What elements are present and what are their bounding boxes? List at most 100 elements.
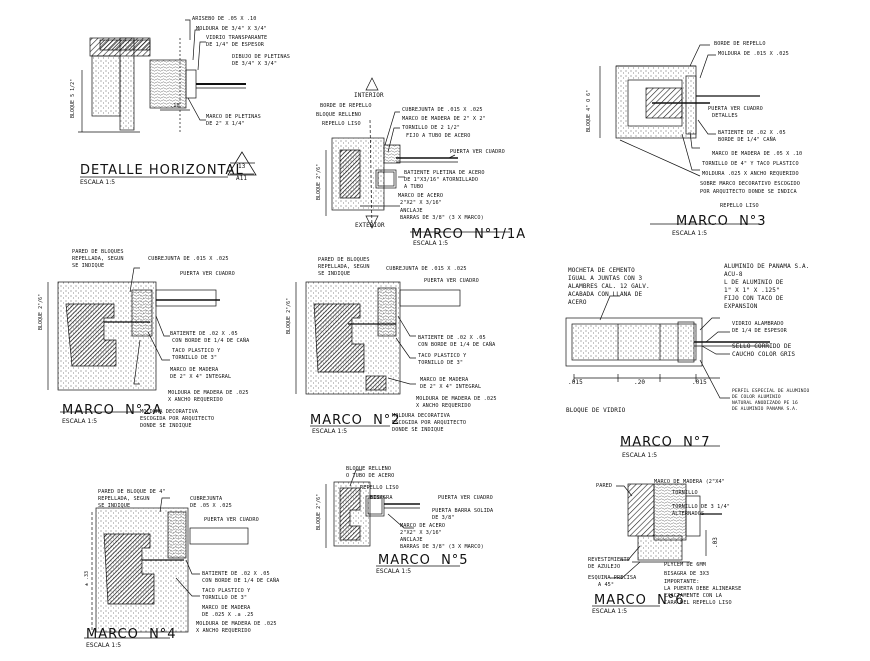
detail-title: MARCO N°4 (86, 627, 177, 642)
marco1-drawing (325, 77, 510, 233)
marco3-drawing (599, 44, 760, 225)
note: SOBRE MARCO DECORATIVO ESCOGIDO (700, 181, 800, 187)
note: MARCO DE MADERA DE .05 X .10 (712, 151, 803, 157)
note: FIJO CON TACO DE (724, 295, 784, 302)
note: REPELLO LISO (360, 485, 399, 491)
note: REPELLO LISO (322, 121, 361, 127)
note: CAUCHO COLOR GRIS (732, 351, 796, 358)
note: BORDE DE REPELLO (320, 103, 372, 109)
note: TORNILLO DE 3 1/4" (672, 504, 731, 510)
note: 2"X2" X 3/16" (400, 200, 442, 206)
note: DE AZULEJO (588, 564, 621, 570)
note: REPELLADA, SEGUN (98, 496, 150, 502)
note: CUBREJUNTA (190, 496, 223, 502)
note: PARED DE BLOQUE DE 4" (98, 489, 166, 495)
detail-scale: ESCALA 1:5 (80, 179, 116, 186)
note: EXPANSION (724, 303, 758, 310)
note: ACU-8 (724, 271, 743, 278)
note: PERFIL ESPECIAL DE ALUMINIO (732, 389, 810, 394)
note: TORNILLO (672, 490, 698, 496)
block-label: BLOQUE DE VIDRIO (566, 407, 626, 414)
detail-title: MARCO N°2A (62, 403, 163, 418)
note: L DE ALUMINIO DE (724, 279, 784, 286)
note: PUERTA VER CUADRO (708, 106, 763, 112)
note: 1" X 1" X .125" (724, 287, 780, 294)
note: MARCO DE MADERA (170, 367, 219, 373)
note: MARCO DE MADERA DE 2" X 2" (402, 116, 486, 122)
detail-scale: ESCALA 1:5 (312, 428, 348, 435)
note: VIDRIO TRANSPARANTE (206, 35, 268, 41)
detail-scale: ESCALA 1:5 (672, 230, 708, 237)
note: PUERTA VER CUADRO (424, 278, 479, 284)
callout-sheet: A11 (236, 175, 248, 182)
marco2-drawing (295, 281, 461, 427)
note: POR ARQUITECTO DONDE SE INDICA (700, 189, 797, 195)
note: BORDE DE 1/4" CAÑA (718, 137, 777, 143)
detail-scale: ESCALA 1:5 (62, 418, 98, 425)
vertical-label: BLOQUE 2"/6" (316, 493, 322, 530)
note: ANCLAJE (400, 208, 423, 214)
note: MARCO DE MADERA (420, 377, 469, 383)
note: BORDE DE REPELLO (714, 41, 766, 47)
note: CARA DEL REPELLO LISO (664, 600, 732, 606)
note: PUERTA VER CUADRO (450, 149, 505, 155)
note: BATIENTE DE .02 X .05 (202, 571, 270, 577)
note: PLYCEM DE 6MM (664, 562, 706, 568)
note: DONDE SE INDIQUE (392, 427, 444, 433)
note: PARED DE BLOQUES (318, 257, 370, 263)
note: MARCO DE MADERA (202, 605, 251, 611)
note: CUBREJUNTA DE .015 X .025 (148, 256, 229, 262)
detail-scale: ESCALA 1:5 (376, 568, 412, 575)
note: BLOQUE RELLENO (346, 466, 392, 472)
note: CUBREJUNTA DE .015 X .025 (402, 107, 483, 113)
note: REPELLADA, SEGUN (72, 256, 124, 262)
note: TACO PLASTICO Y (418, 353, 467, 359)
note: DE .05 X .025 (190, 503, 232, 509)
note: BISAGRA DE 3X3 (664, 571, 710, 577)
note: SELLO CORRIDO DE (732, 343, 792, 350)
note: MOCHETA DE CEMENTO (568, 267, 635, 274)
note: MOLDURA DE MADERA DE .025 (168, 390, 249, 396)
detail-title: DETALLE HORIZONTAL (80, 163, 244, 178)
note: CON BORDE DE 1/4 DE CAÑA (418, 342, 496, 348)
note: X ANCHO REQUERIDO (416, 403, 471, 409)
note: REPELLADA, SEGUN (318, 264, 370, 270)
note: A TUBO (404, 184, 424, 190)
detail-title: MARCO N°2 (310, 413, 401, 428)
note: DE 3/4" X 3/4" (232, 61, 278, 67)
note: TORNILLO DE 3" (172, 355, 218, 361)
note: ALTERNADOS (672, 511, 705, 517)
note: DE 2" X 4" INTEGRAL (170, 374, 232, 380)
detail-title: MARCO N°1/1A (411, 227, 527, 242)
note: DE 1"X3/16" ATORNILLADO (404, 177, 479, 183)
note: BATIENTE PLETINA DE ACERO (404, 170, 485, 176)
note: TORNILLO DE 2 1/2" (402, 125, 461, 131)
note: ACABADA CON LLANA DE (568, 291, 643, 298)
note: 2"X2" X 3/16" (400, 530, 442, 536)
note: A 45° (598, 582, 615, 588)
detail-scale: ESCALA 1:5 (622, 452, 658, 459)
note: MOLDURA DECORATIVA (392, 413, 451, 419)
note: MARCO DE ACERO (398, 193, 444, 199)
note: ALAMBRES CAL. 12 GALV. (568, 283, 650, 290)
note: ALUMINIO DE PANAMA S.A. (724, 263, 810, 270)
note: FIJO A TUBO DE ACERO (406, 133, 471, 139)
horizontal-callout (80, 151, 257, 178)
note: TORNILLO DE 4" Y TACO PLASTICO (702, 161, 799, 167)
note: SE INDIQUE (72, 263, 105, 269)
note: PUERTA VER CUADRO (438, 495, 493, 501)
exterior-label: EXTERIOR (355, 222, 385, 229)
note: MOLDURA DE MADERA DE .025 (416, 396, 497, 402)
vertical-label: BLOQUE 2"/6" (38, 293, 44, 330)
note: DE 2" X 1/4" (206, 121, 245, 127)
note: PARED (596, 483, 613, 489)
note: DE ALUMINIO PANAMA S.A. (732, 407, 798, 412)
note: MOLDURA DECORATIVA (140, 409, 199, 415)
note: DIBUJO DE PLETINAS (232, 54, 291, 60)
detail-scale: ESCALA 1:5 (592, 608, 628, 615)
marco7-drawing (565, 295, 770, 447)
interior-label: INTERIOR (354, 92, 384, 99)
vertical-label: BLOQUE 5 1/2" (70, 78, 76, 118)
note: ARISEBO DE .05 X .10 (192, 16, 257, 22)
